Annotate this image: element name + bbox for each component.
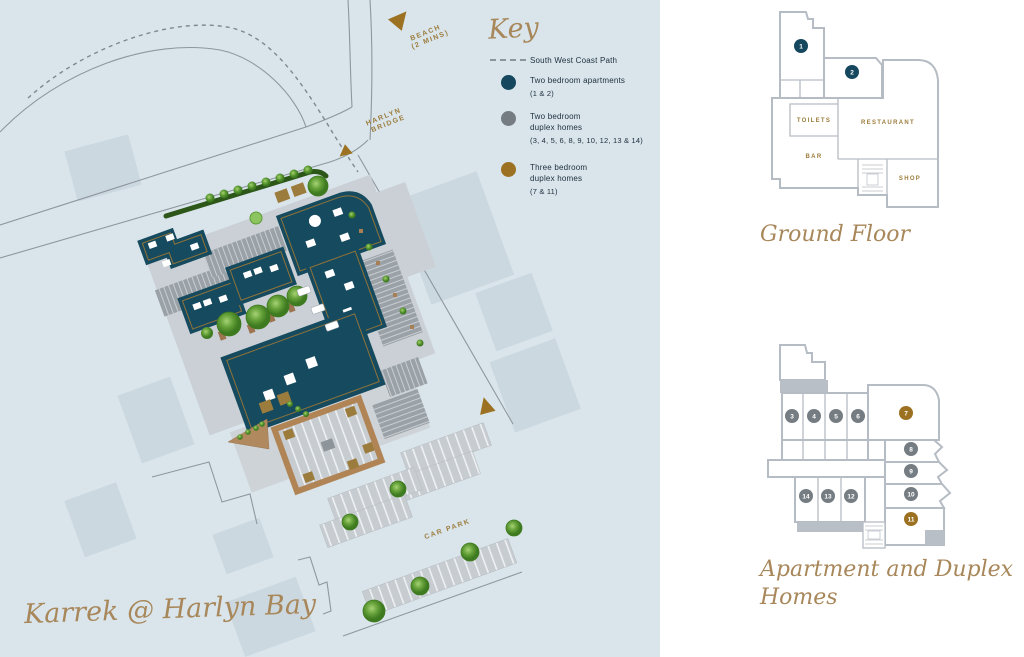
three-bed-duplex-label-1: Three bedroom xyxy=(530,162,588,172)
building-c xyxy=(275,191,387,277)
planters-top xyxy=(274,182,307,204)
three-bed-duplex-numbers: (7 & 11) xyxy=(530,187,558,197)
ground-floor-plan: 1 2 TOILETS RESTAURANT BAR SHOP xyxy=(771,11,939,208)
svg-text:3: 3 xyxy=(790,413,794,420)
three-bed-duplex-dot-icon xyxy=(500,161,516,177)
key-title: Key xyxy=(487,12,540,46)
svg-text:11: 11 xyxy=(908,516,915,523)
restaurant-label: RESTAURANT xyxy=(861,120,915,126)
unit-13-marker: 13 xyxy=(821,489,835,503)
coast-path-label: South West Coast Path xyxy=(530,56,618,65)
unit-11-marker: 11 xyxy=(904,512,918,526)
site-map-panel: BEACH (2 MINS) HARLYN BRIDGE CAR PARK Ke… xyxy=(0,0,660,657)
svg-text:12: 12 xyxy=(847,493,855,500)
apartment-duplex-plan: 3 4 5 6 7 8 9 10 11 14 13 12 xyxy=(767,344,952,549)
planters-bottom xyxy=(227,391,309,450)
key-two-bed-duplex-row: Two bedroom duplex homes (3, 4, 5, 6, 8,… xyxy=(486,110,671,147)
two-bed-duplex-dot-icon xyxy=(500,110,516,126)
key-coast-path-row: South West Coast Path xyxy=(486,55,671,66)
unit-8-marker: 8 xyxy=(904,442,918,456)
unit-10-marker: 10 xyxy=(904,487,918,501)
duplex-terrace xyxy=(270,394,386,496)
boundary-planting xyxy=(348,211,424,347)
svg-text:4: 4 xyxy=(812,413,816,420)
unit-2-marker: 2 xyxy=(845,65,859,79)
apartments-label: Two bedroom apartments xyxy=(530,76,626,86)
map-key: Key South West Coast Path Two bedroom ap… xyxy=(486,10,671,198)
beach-arrow-icon xyxy=(387,11,407,31)
roads xyxy=(0,0,523,637)
hedge xyxy=(163,165,329,225)
bridge-arrow-icon xyxy=(339,144,353,157)
svg-text:10: 10 xyxy=(907,491,915,498)
svg-text:14: 14 xyxy=(802,493,810,500)
unit-3-marker: 3 xyxy=(785,409,799,423)
key-three-bed-duplex-row: Three bedroom duplex homes (7 & 11) xyxy=(486,161,671,198)
site-map: BEACH (2 MINS) HARLYN BRIDGE CAR PARK xyxy=(0,0,581,657)
unit-9-marker: 9 xyxy=(904,464,918,478)
neighbouring-buildings xyxy=(64,134,581,657)
two-bed-duplex-label-2: duplex homes xyxy=(530,123,583,133)
site-entrance-arrow-icon xyxy=(480,397,496,415)
svg-text:8: 8 xyxy=(909,446,913,453)
svg-text:2: 2 xyxy=(850,69,854,76)
building-b2 xyxy=(225,246,297,306)
svg-text:6: 6 xyxy=(856,413,860,420)
south-west-coast-path xyxy=(27,24,359,173)
two-bed-duplex-label-1: Two bedroom xyxy=(530,111,581,121)
unit-1-marker: 1 xyxy=(794,39,808,53)
unit-7-marker: 7 xyxy=(899,406,913,420)
parked-cars xyxy=(296,285,340,332)
unit-6-marker: 6 xyxy=(851,409,865,423)
apartment-plan-caption: Apartment and Duplex Homes xyxy=(760,557,1014,610)
key-apartments-row: Two bedroom apartments (1 & 2) xyxy=(486,75,671,100)
ground-floor-caption: Ground Floor xyxy=(760,222,911,247)
toilets-label: TOILETS xyxy=(797,118,831,124)
unit-4-marker: 4 xyxy=(807,409,821,423)
stairs-icon xyxy=(862,164,883,192)
unit-14-marker: 14 xyxy=(799,489,813,503)
bar-label: BAR xyxy=(806,154,823,160)
svg-text:13: 13 xyxy=(824,493,832,500)
building-a xyxy=(137,227,213,270)
svg-text:1: 1 xyxy=(799,43,803,50)
apartments-dot-icon xyxy=(500,75,516,91)
car-park xyxy=(319,422,523,623)
stairs-icon xyxy=(862,521,886,549)
svg-text:7: 7 xyxy=(904,410,908,417)
svg-text:9: 9 xyxy=(909,468,913,475)
two-bed-duplex-numbers: (3, 4, 5, 6, 8, 9, 10, 12, 13 & 14) xyxy=(530,136,643,146)
dashed-path-icon xyxy=(490,59,526,61)
three-bed-duplex-label-2: duplex homes xyxy=(530,173,583,183)
unit-12-marker: 12 xyxy=(844,489,858,503)
unit-5-marker: 5 xyxy=(829,409,843,423)
shop-label: SHOP xyxy=(899,176,921,182)
svg-text:5: 5 xyxy=(834,413,838,420)
apartments-numbers: (1 & 2) xyxy=(530,89,554,99)
